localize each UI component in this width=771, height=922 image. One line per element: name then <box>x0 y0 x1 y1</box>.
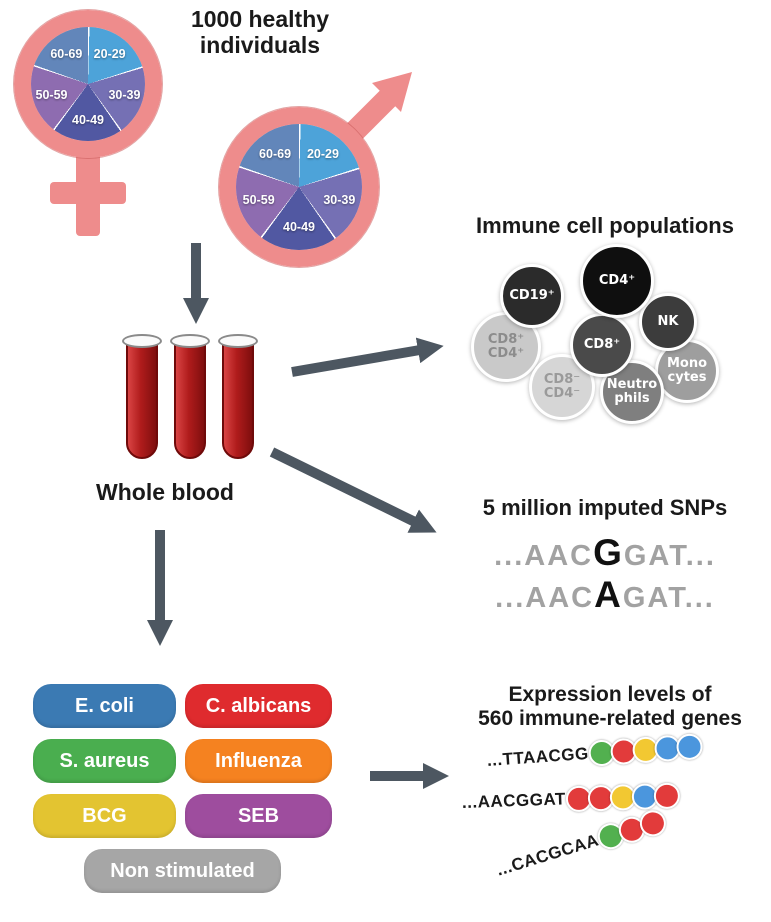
age-group-label: 40-49 <box>72 113 104 128</box>
age-group-label: 20-29 <box>306 147 339 162</box>
cell-label: CD8⁺ <box>583 336 621 352</box>
snp-sequence-suffix: GAT... <box>623 540 716 572</box>
blood-tube-rim <box>218 334 258 348</box>
age-group-label: 40-49 <box>283 220 315 235</box>
cell-label: NK <box>657 313 679 329</box>
blood-tube-rim <box>122 334 162 348</box>
gene-read: ...TTAACGG <box>486 732 704 774</box>
snp-sequence-suffix: GAT... <box>622 582 715 614</box>
stimulus-label: Non stimulated <box>110 859 255 882</box>
cell-label: CD8⁻ CD4⁻ <box>543 371 581 401</box>
snp-variant-allele: A <box>594 574 623 615</box>
probe-dot <box>653 782 681 810</box>
cell-cd8-cd4-double-negative: CD8⁻ CD4⁻ <box>529 354 595 420</box>
age-group-label: 30-39 <box>108 88 141 103</box>
arrow-blood-to-snps <box>269 447 437 533</box>
snp-sequence-prefix: ...AAC <box>494 540 594 572</box>
age-group-label: 60-69 <box>50 47 83 62</box>
blood-tube-body <box>174 341 206 459</box>
stimulus-label: C. albicans <box>205 694 312 717</box>
blood-tube-body <box>126 341 158 459</box>
blood-tube-body <box>222 341 254 459</box>
blood-tube <box>218 334 258 462</box>
age-group-label: 50-59 <box>35 88 68 103</box>
snps-heading: 5 million imputed SNPs <box>482 495 728 520</box>
female-symbol-cross-arm <box>50 182 126 204</box>
stimulus-label: E. coli <box>75 694 134 717</box>
cell-label: Neutro phils <box>606 376 658 406</box>
cell-label: CD19⁺ <box>509 287 555 303</box>
stimulus-seb: SEB <box>185 794 332 838</box>
cell-cd19: CD19⁺ <box>500 264 564 328</box>
age-group-label: 50-59 <box>242 192 275 207</box>
snp-sequence-prefix: ...AAC <box>495 582 595 614</box>
blood-tube <box>170 334 210 462</box>
age-pie: 20-29 30-39 40-49 50-59 60-69 <box>31 27 145 141</box>
cell-nk: NK <box>639 293 697 351</box>
stimulus-label: S. aureus <box>59 749 150 772</box>
cell-label: Mono cytes <box>666 355 708 385</box>
age-group-label: 60-69 <box>259 147 292 162</box>
expression-heading-line1: Expression levels of <box>508 683 712 706</box>
cell-cd4: CD4⁺ <box>580 244 654 318</box>
read-sequence: ...TTAACGG <box>486 743 590 770</box>
figure-title: 1000 healthy individuals <box>190 6 330 59</box>
age-group-label: 20-29 <box>93 47 126 62</box>
cell-label: CD4⁺ <box>598 272 636 288</box>
male-symbol-arrow-head <box>372 72 412 112</box>
female-symbol-cross-bar <box>76 150 100 236</box>
probe-dot <box>675 732 704 761</box>
cell-label: CD8⁺ CD4⁺ <box>487 331 525 361</box>
stimulus-bcg: BCG <box>33 794 176 838</box>
expression-heading-line2: 560 immune-related genes <box>478 707 742 731</box>
gene-read: ...CACGCAA <box>493 807 670 883</box>
stimulus-influenza: Influenza <box>185 739 332 783</box>
stimulus-non-stimulated: Non stimulated <box>84 849 281 893</box>
immune-cell-cluster: CD8⁺ CD4⁺ CD8⁻ CD4⁻ Mono cytes NK CD19⁺ … <box>460 244 765 440</box>
age-group-label: 30-39 <box>323 192 356 207</box>
whole-blood-label: Whole blood <box>96 479 234 505</box>
snp-sequence: ...AACAGAT... <box>455 574 755 616</box>
age-pie: 20-29 30-39 40-49 50-59 60-69 <box>236 124 362 250</box>
read-sequence: ...AACGGAT <box>461 789 567 812</box>
snp-sequence: ...AACGGAT... <box>455 532 755 574</box>
stimulus-c-albicans: C. albicans <box>185 684 332 728</box>
snp-variant-allele: G <box>593 532 624 573</box>
blood-tube <box>122 334 162 462</box>
immune-cells-heading: Immune cell populations <box>476 213 734 238</box>
stimulus-e-coli: E. coli <box>33 684 176 728</box>
stimulus-label: BCG <box>82 804 127 827</box>
cell-cd8: CD8⁺ <box>570 313 634 377</box>
expression-heading: Expression levels of 560 immune-related … <box>455 683 765 731</box>
stimulus-label: SEB <box>237 804 280 827</box>
arrow-blood-to-cells <box>291 337 444 377</box>
blood-tube-rim <box>170 334 210 348</box>
stimulus-label: Influenza <box>215 749 302 772</box>
stimulus-s-aureus: S. aureus <box>33 739 176 783</box>
read-sequence: ...CACGCAA <box>494 830 602 880</box>
